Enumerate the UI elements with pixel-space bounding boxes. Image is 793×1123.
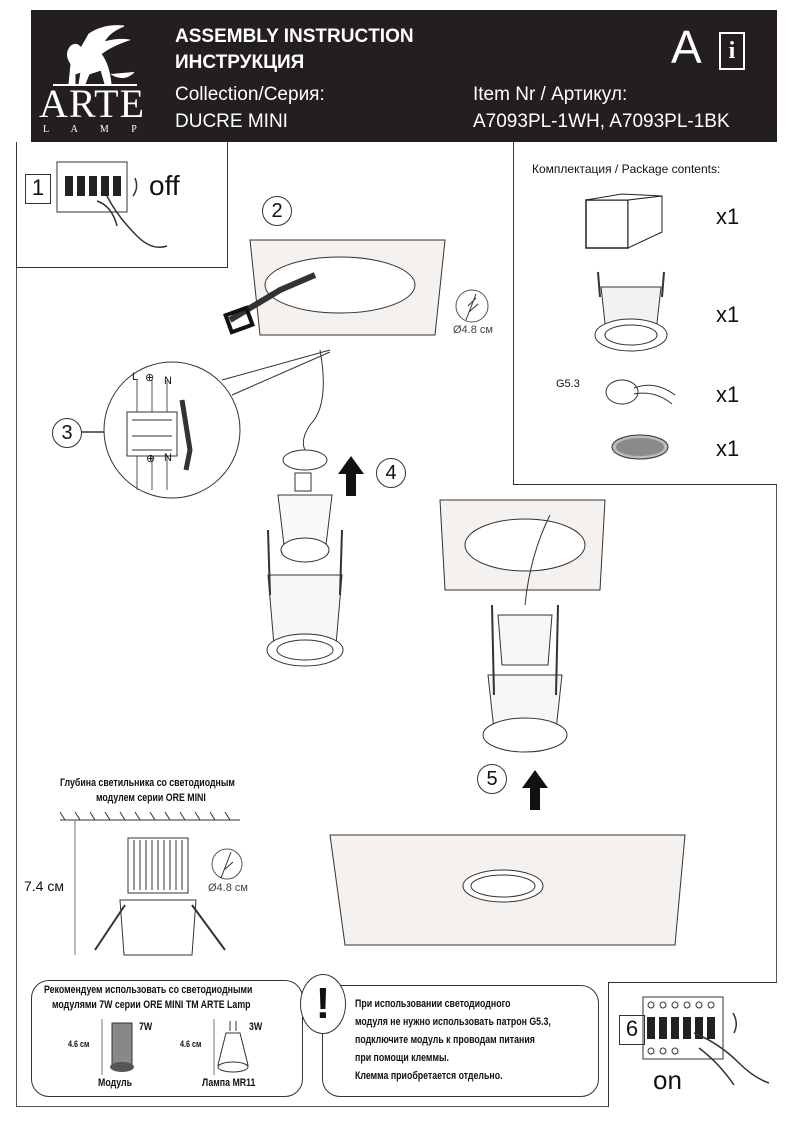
package-qty-box: x1	[716, 204, 740, 229]
finished-ceiling-illustration	[329, 834, 686, 946]
step-3-number: 3	[52, 418, 82, 448]
package-luminaire-icon	[594, 271, 668, 352]
mr11-lamp-icon	[213, 1019, 249, 1075]
step-2-number: 2	[262, 196, 292, 226]
warning-line-4: при помощи клеммы.	[355, 1052, 449, 1064]
depth-height-label: 7.4 см	[24, 878, 64, 894]
package-socket-label: G5.3	[556, 378, 580, 390]
warning-line-3: подключите модуль к проводам питания	[355, 1034, 535, 1046]
warning-line-1: При использовании светодиодного	[355, 998, 511, 1010]
package-title: Комплектация / Package contents:	[532, 162, 721, 176]
package-box-icon	[585, 193, 663, 249]
info-book-icon: i	[719, 32, 745, 70]
lamp-height: 4.6 см	[180, 1039, 202, 1049]
step-6-label: on	[653, 1065, 682, 1095]
brand-logo: ARTE	[39, 81, 146, 126]
package-panel: Комплектация / Package contents: x1 x1 G…	[513, 142, 777, 485]
brand-sub: L A M P	[43, 124, 147, 135]
step-2-drill-size: Ø4.8 см	[453, 324, 493, 336]
warning-panel: При использовании светодиодного модуля н…	[322, 985, 599, 1097]
wire-pe: ⊕	[145, 372, 155, 384]
package-qty-socket: x1	[716, 382, 740, 407]
module-power: 7W	[139, 1021, 153, 1033]
package-qty-filter: x1	[716, 436, 740, 461]
item-value: A7093PL-1WH, A7093PL-1BK	[473, 111, 730, 132]
module-height: 4.6 см	[68, 1039, 90, 1049]
recommend-line-1: Рекомендуем использовать со светодиодным…	[44, 984, 253, 996]
wire-n: N	[164, 375, 172, 387]
drill-bit-icon	[455, 289, 489, 323]
warning-line-5: Клемма приобретается отдельно.	[355, 1070, 503, 1082]
luminaire-assembly-illustration	[266, 349, 344, 667]
title-ru: ИНСТРУКЦИЯ	[175, 52, 305, 73]
depth-illustration	[59, 811, 240, 956]
breaker-on-icon	[642, 996, 770, 1086]
collection-value: DUCRE MINI	[175, 111, 288, 132]
wire-pe-bottom: ⊕	[146, 453, 156, 465]
step-1-label: off	[149, 170, 180, 201]
package-qty-luminaire: x1	[716, 302, 740, 327]
arrow-up-icon	[522, 770, 548, 810]
griffin-logo-icon	[53, 25, 137, 86]
warning-symbol: !	[315, 979, 331, 1028]
breaker-off-icon	[56, 161, 168, 248]
recommend-line-2: модулями 7W серии ORE MINI TM ARTE Lamp	[52, 999, 251, 1011]
lamp-power: 3W	[249, 1021, 263, 1033]
step-6-number: 6	[619, 1015, 645, 1045]
lamp-label: Лампа MR11	[202, 1077, 256, 1089]
badge-letter: A	[671, 21, 702, 73]
step-1-panel: 1 off	[16, 142, 228, 268]
package-filter-icon	[611, 434, 669, 460]
module-label: Модуль	[98, 1077, 133, 1089]
depth-caption-2: модулем серии ORE MINI	[96, 792, 206, 804]
installation-illustration	[439, 499, 606, 753]
step-5-number: 5	[477, 764, 507, 794]
step-6-panel: 6 on	[608, 982, 777, 1107]
warning-icon: !	[300, 974, 346, 1034]
collection-label: Collection/Серия:	[175, 84, 325, 105]
step-4-number: 4	[376, 458, 406, 488]
recommend-panel: Рекомендуем использовать со светодиодным…	[31, 980, 303, 1097]
depth-drill-size: Ø4.8 см	[208, 882, 248, 894]
led-module-icon	[101, 1019, 134, 1075]
depth-caption-1: Глубина светильника со светодиодным	[60, 777, 235, 789]
package-socket-icon	[605, 379, 676, 405]
header: ARTE L A M P ASSEMBLY INSTRUCTION ИНСТРУ…	[31, 10, 777, 142]
wire-n-bottom: N	[164, 452, 172, 464]
arrow-up-icon	[338, 456, 364, 496]
warning-line-2: модуля не нужно использовать патрон G5.3…	[355, 1016, 551, 1028]
title-en: ASSEMBLY INSTRUCTION	[175, 26, 414, 47]
item-label: Item Nr / Артикул:	[473, 84, 628, 105]
wiring-illustration	[82, 349, 331, 499]
step-1-number: 1	[25, 174, 51, 204]
info-letter: i	[728, 38, 736, 64]
drill-bit-icon	[211, 848, 243, 880]
wire-l: L	[132, 371, 139, 383]
ceiling-cutout-illustration	[223, 239, 446, 336]
page-frame	[16, 142, 777, 1107]
